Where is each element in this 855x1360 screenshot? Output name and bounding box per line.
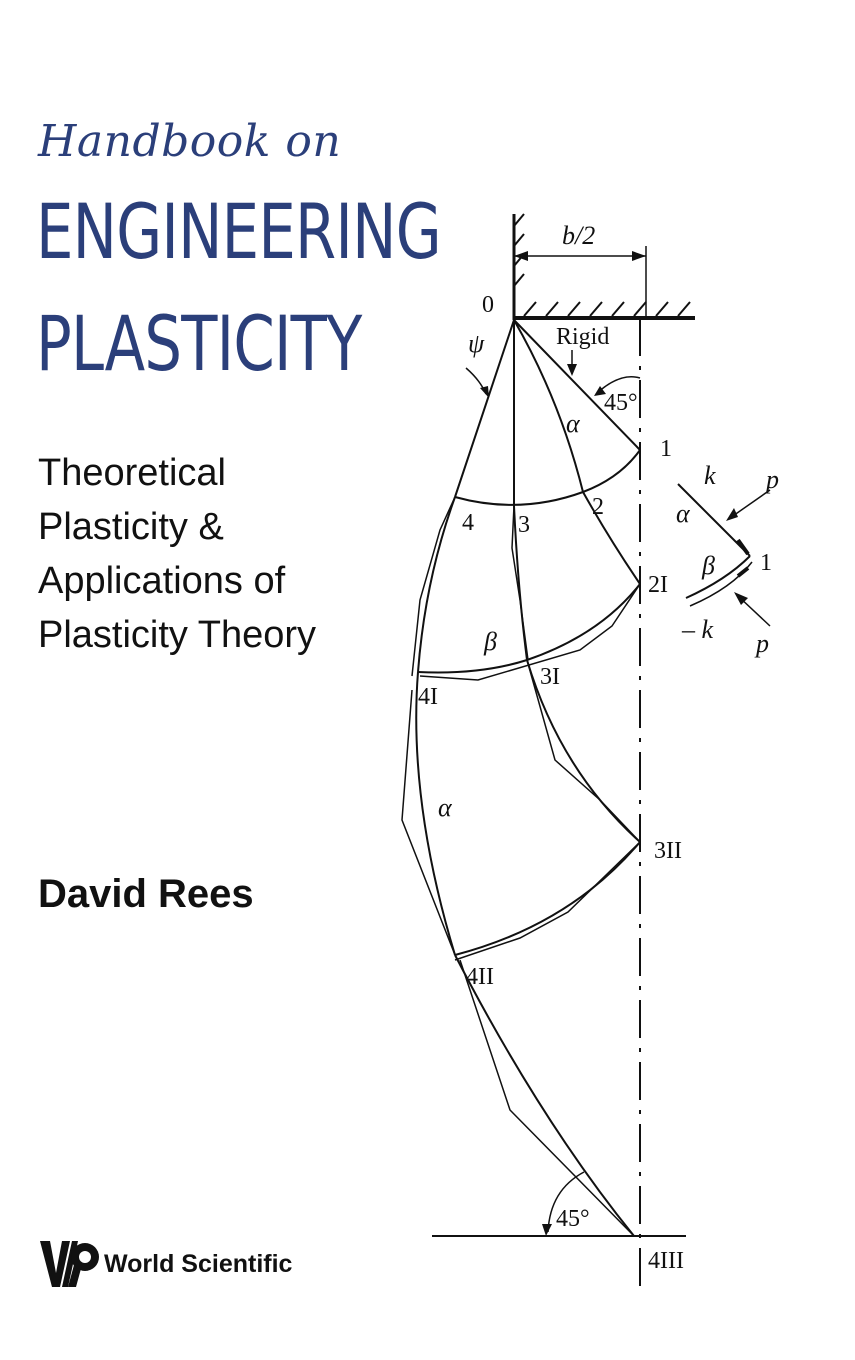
label-beta: β <box>483 627 497 656</box>
label-inset-beta: β <box>701 551 715 580</box>
fan-line-4 <box>454 319 515 498</box>
arc-lower <box>454 841 641 956</box>
label-node-4II: 4II <box>466 964 494 990</box>
line-3I-3II <box>526 659 641 843</box>
label-node-3II: 3II <box>654 838 682 864</box>
label-inset-1: 1 <box>760 550 772 576</box>
arc-beta <box>417 583 641 674</box>
line-4-4I <box>417 496 456 673</box>
publisher-name: World Scientific <box>104 1249 293 1278</box>
label-angle-top: 45° <box>604 390 638 416</box>
fan-line-2 <box>513 319 641 585</box>
label-p-bottom: p <box>754 629 769 658</box>
label-inset-alpha: α <box>676 499 691 528</box>
die-hatching <box>523 301 691 317</box>
fan-line-1 <box>513 319 641 451</box>
label-psi: ψ <box>468 329 485 358</box>
title-handbook-on: Handbook on <box>38 116 342 167</box>
line-4II-4III <box>454 954 635 1237</box>
label-origin: 0 <box>482 292 494 318</box>
label-node-1: 1 <box>660 436 672 462</box>
label-node-4III: 4III <box>648 1248 684 1274</box>
subtitle-line-1: Theoretical <box>38 452 226 494</box>
world-scientific-logo-icon <box>40 1241 99 1287</box>
label-node-4I: 4I <box>418 684 438 710</box>
label-rigid: Rigid <box>556 324 609 350</box>
label-angle-bottom: 45° <box>556 1206 590 1232</box>
label-b2: b/2 <box>562 221 595 250</box>
line-4I-4II <box>415 671 456 956</box>
title-engineering: ENGINEERING <box>36 187 442 276</box>
label-node-2: 2 <box>592 494 604 520</box>
label-node-3I: 3I <box>540 664 560 690</box>
label-node-2I: 2I <box>648 572 668 598</box>
inset-beta-line <box>685 555 751 599</box>
subtitle-line-3: Applications of <box>38 560 286 602</box>
subtitle-line-4: Plasticity Theory <box>38 614 317 656</box>
title-plasticity: PLASTICITY <box>36 299 362 388</box>
label-minus-k: – k <box>681 615 714 644</box>
inset-alpha-line <box>677 483 751 557</box>
publisher: World Scientific <box>38 1234 292 1294</box>
arc-1 <box>454 449 641 506</box>
label-p-top: p <box>764 465 779 494</box>
label-node-3: 3 <box>518 512 530 538</box>
author-name: David Rees <box>38 872 254 916</box>
label-alpha-1: α <box>566 409 581 438</box>
subtitle-line-2: Plasticity & <box>38 506 224 548</box>
label-node-4: 4 <box>462 510 474 536</box>
subtitle: Theoretical Plasticity & Applications of… <box>38 446 316 662</box>
label-k: k <box>704 461 716 490</box>
line-3-3I <box>513 505 528 661</box>
label-alpha-2: α <box>438 793 453 822</box>
